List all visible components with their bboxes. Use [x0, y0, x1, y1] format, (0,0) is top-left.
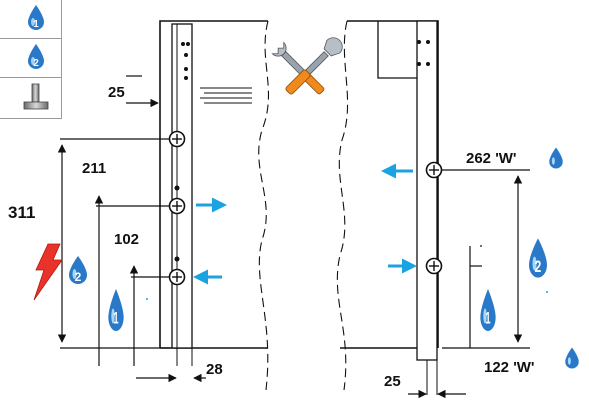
dim-right-lower-label: 122 'W' — [484, 359, 535, 376]
svg-text:1: 1 — [485, 309, 491, 327]
dim-height-total-label: 311 — [8, 203, 35, 222]
legend-table: 1 2 — [0, 0, 62, 119]
dot-mark — [546, 291, 548, 293]
left-bracket — [171, 23, 193, 366]
wall-support-icon — [23, 83, 49, 110]
water-drop-1-icon: 1 — [28, 5, 44, 30]
right-valve-top — [425, 161, 443, 179]
dim-height-outlet — [94, 195, 170, 366]
dim-height-outlet-label: 211 — [82, 160, 106, 177]
dim-left-offset — [126, 75, 159, 108]
dim-height-total — [57, 138, 170, 349]
svg-text:2: 2 — [535, 258, 542, 276]
right-lower-drop-icon — [565, 347, 579, 369]
dim-height-inlet-label: 102 — [114, 231, 139, 248]
dim-height-inlet — [129, 265, 170, 366]
left-valve-middle — [168, 197, 186, 215]
radiator-fins — [200, 87, 252, 104]
water-drop-2-icon: 2 — [28, 44, 44, 69]
left-valve-top — [168, 130, 186, 148]
dim-right-height — [442, 169, 530, 349]
legend-drop-number: 2 — [33, 58, 39, 69]
legend-row-1: 1 — [0, 0, 61, 39]
flow-arrows — [193, 163, 417, 285]
right-drop-1-icon: 1 — [480, 289, 496, 331]
svg-text:1: 1 — [113, 309, 119, 327]
svg-text:2: 2 — [75, 270, 82, 284]
dim-right-spacing-label: 25 — [384, 373, 401, 390]
right-valve-bottom — [425, 257, 443, 275]
right-bracket — [377, 20, 438, 395]
legend-drop-number: 1 — [33, 19, 39, 30]
dim-right-upper-label: 262 'W' — [466, 150, 517, 167]
legend-row-2: 2 — [0, 39, 61, 78]
dim-left-spacing-label: 28 — [206, 361, 223, 378]
dot-mark — [146, 298, 148, 300]
lightning-icon — [33, 243, 63, 301]
legend-row-3 — [0, 78, 61, 116]
tools-icon — [271, 37, 343, 95]
dim-left-offset-label: 25 — [108, 84, 125, 101]
left-drop-2-icon: 2 — [69, 256, 87, 284]
left-drop-1-icon: 1 — [108, 289, 124, 331]
left-valve-bottom — [168, 268, 186, 286]
radiator-outline — [159, 20, 439, 349]
break-lines — [258, 20, 349, 391]
right-upper-drop-icon — [549, 147, 563, 169]
right-drop-2-icon: 2 — [529, 238, 547, 278]
